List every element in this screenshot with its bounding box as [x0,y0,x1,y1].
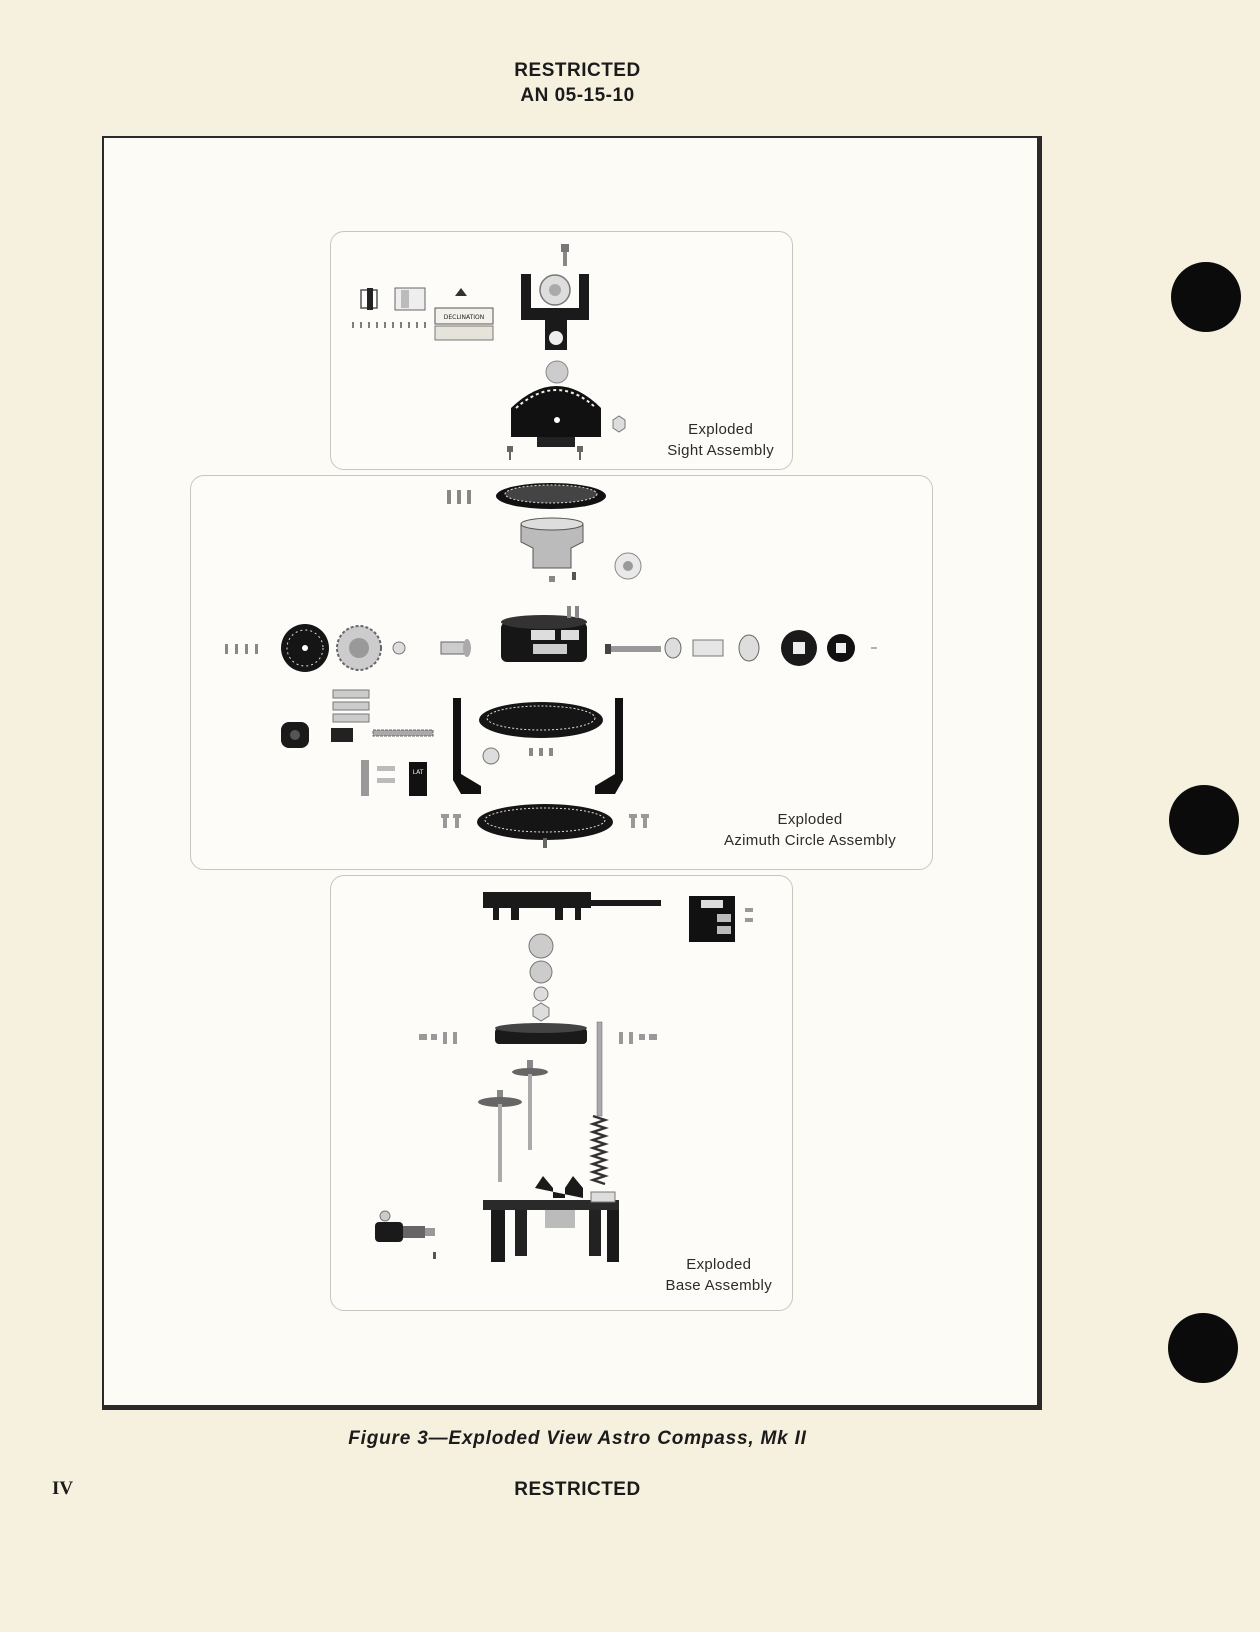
azimuth-label-line2: Azimuth Circle Assembly [724,832,896,849]
footer-classification: RESTRICTED [514,1479,641,1500]
sight-assembly-panel: DECLINATION Exploded Sight Asse [330,231,793,470]
sight-assembly-illustration: DECLINATION [352,244,626,460]
punch-hole-top [1171,262,1241,332]
lat-marking: LAT [413,769,424,776]
page-number: IV [52,1478,74,1499]
declination-marking: DECLINATION [444,314,485,321]
header-classification: RESTRICTED [514,60,641,81]
sight-label-line1: Exploded [688,421,754,438]
azimuth-circle-assembly-panel: LAT Exploded Azimuth Circle Assembly [190,475,933,870]
base-label-line2: Base Assembly [665,1277,772,1294]
document-number: AN 05-15-10 [520,85,635,106]
base-assembly-panel: Exploded Base Assembly [330,875,793,1311]
punch-hole-middle [1169,785,1239,855]
azimuth-assembly-illustration: LAT [225,483,877,848]
base-assembly-illustration [375,892,753,1262]
figure-frame: DECLINATION Exploded Sight Asse [102,136,1042,1410]
sight-label-line2: Sight Assembly [667,442,774,459]
figure-caption: Figure 3—Exploded View Astro Compass, Mk… [348,1428,807,1449]
base-label-line1: Exploded [686,1256,752,1273]
sight-assembly-label: Exploded Sight Assembly [667,419,774,461]
punch-hole-bottom [1168,1313,1238,1383]
azimuth-label-line1: Exploded [777,811,843,828]
base-assembly-label: Exploded Base Assembly [666,1254,772,1296]
azimuth-assembly-label: Exploded Azimuth Circle Assembly [724,809,896,851]
